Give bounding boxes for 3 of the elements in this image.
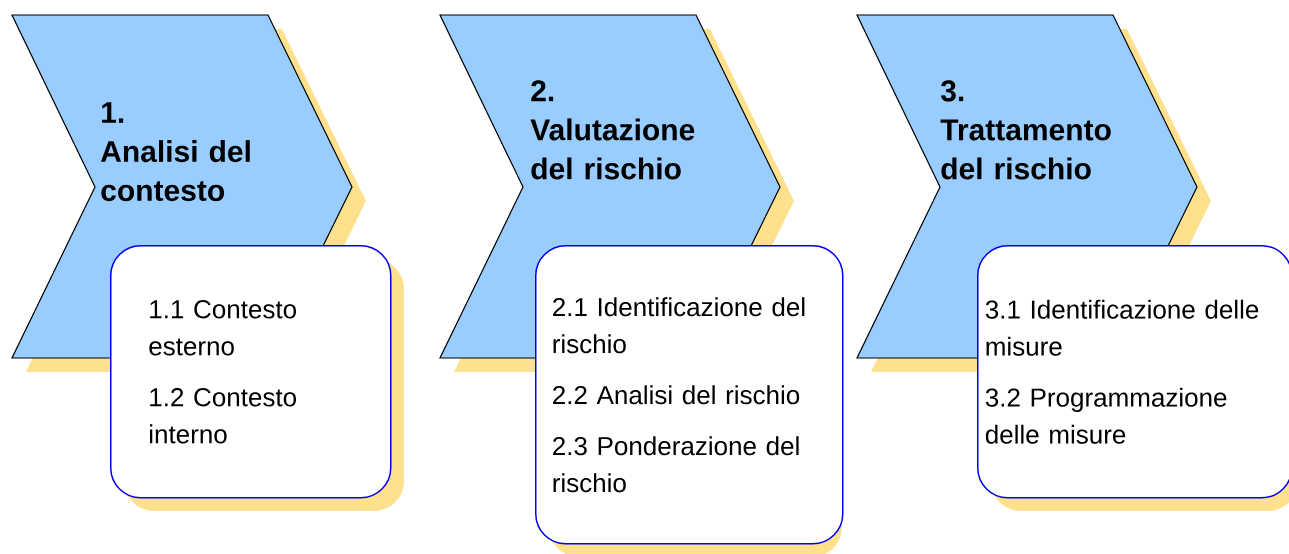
text-box: 2.1 Identificazione del rischio 2.2 Analisi del rischio 2.3 Ponderazione del rischio <box>535 245 844 554</box>
text-box: 1.1 Contesto esterno 1.2 Contesto interno <box>110 245 404 511</box>
text-box: 3.1 Identificazione delle misure 3.2 Programmazione delle misure <box>977 245 1289 511</box>
